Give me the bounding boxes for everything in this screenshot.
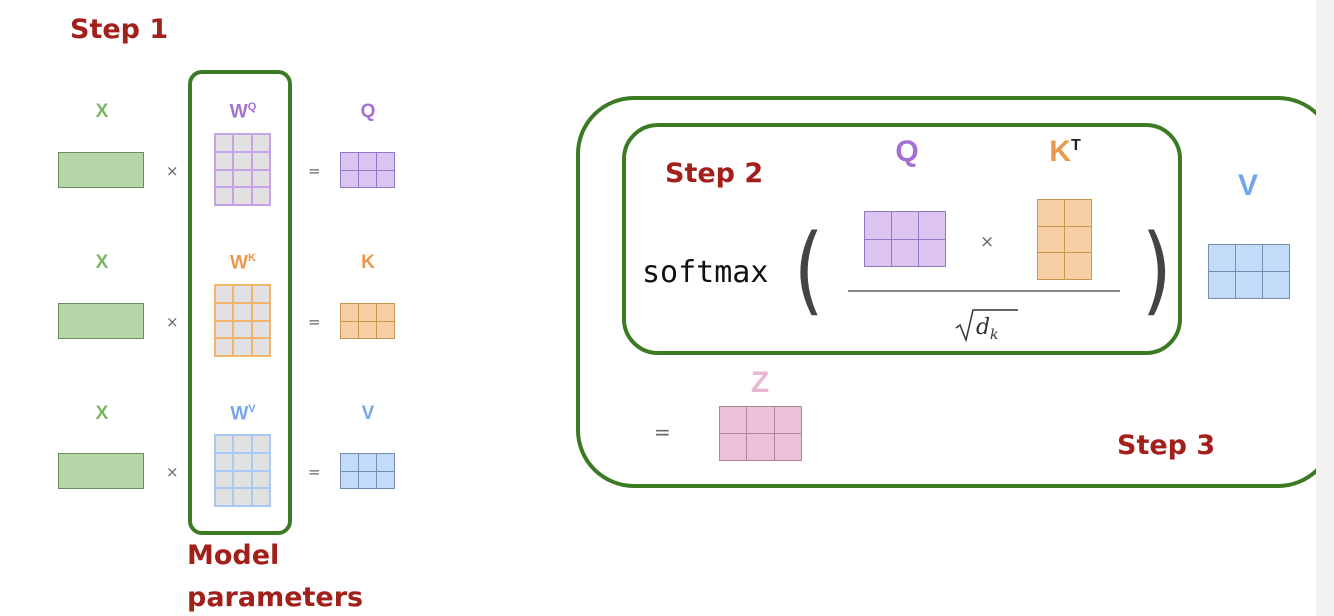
svg-text:k: k: [990, 327, 998, 343]
svg-text:d: d: [976, 315, 990, 340]
q-label-formula: Q: [895, 135, 919, 168]
q-matrix-formula: [864, 211, 946, 267]
equals-operator-row3: =: [308, 463, 321, 481]
k-label-row2: K: [361, 252, 375, 273]
wq-matrix: [214, 133, 271, 206]
times-operator-row1: ×: [166, 162, 179, 180]
kt-label-formula: KT: [1049, 135, 1081, 168]
model-parameters-box: [188, 70, 292, 535]
step1-label: Step 1: [70, 14, 169, 45]
equals-operator-z: =: [654, 420, 671, 444]
right-parenthesis: ): [1141, 214, 1172, 326]
wv-label: WV: [230, 403, 256, 425]
step3-label: Step 3: [1117, 430, 1216, 461]
softmax-function-label: softmax: [642, 255, 769, 290]
sqrt-dk-glyph: d k: [955, 309, 1018, 343]
z-matrix: [719, 406, 802, 461]
kt-matrix-formula: [1037, 199, 1092, 280]
step2-label: Step 2: [665, 158, 764, 189]
x-matrix-row2: [58, 303, 144, 339]
x-matrix-row1: [58, 152, 144, 188]
x-matrix-row3: [58, 453, 144, 489]
v-matrix-formula: [1208, 244, 1290, 299]
scrollbar-track[interactable]: [1316, 0, 1334, 616]
model-parameters-label-line2: parameters: [187, 582, 364, 613]
q-label-row1: Q: [360, 101, 376, 122]
equals-operator-row2: =: [308, 313, 321, 331]
wv-matrix: [214, 434, 271, 507]
step2-box: [622, 123, 1182, 355]
x-label-row3: X: [95, 403, 109, 424]
sqrt-dk-denominator: d k: [952, 304, 1022, 344]
times-operator-formula: ×: [980, 232, 995, 252]
times-operator-row3: ×: [166, 463, 179, 481]
z-label: Z: [750, 366, 770, 399]
k-matrix-row2: [340, 303, 395, 339]
wk-matrix: [214, 284, 271, 357]
q-matrix-row1: [340, 152, 395, 188]
left-parenthesis: (: [793, 214, 824, 326]
equals-operator-row1: =: [308, 162, 321, 180]
wk-label: WK: [230, 252, 256, 274]
times-operator-row2: ×: [166, 313, 179, 331]
fraction-bar: [848, 290, 1120, 292]
model-parameters-label-line1: Model: [187, 540, 280, 571]
v-matrix-row3: [340, 453, 395, 489]
x-label-row1: X: [95, 101, 109, 122]
v-label-row3: V: [361, 403, 375, 424]
x-label-row2: X: [95, 252, 109, 273]
v-label-formula: V: [1237, 169, 1258, 202]
wq-label: WQ: [229, 101, 257, 123]
